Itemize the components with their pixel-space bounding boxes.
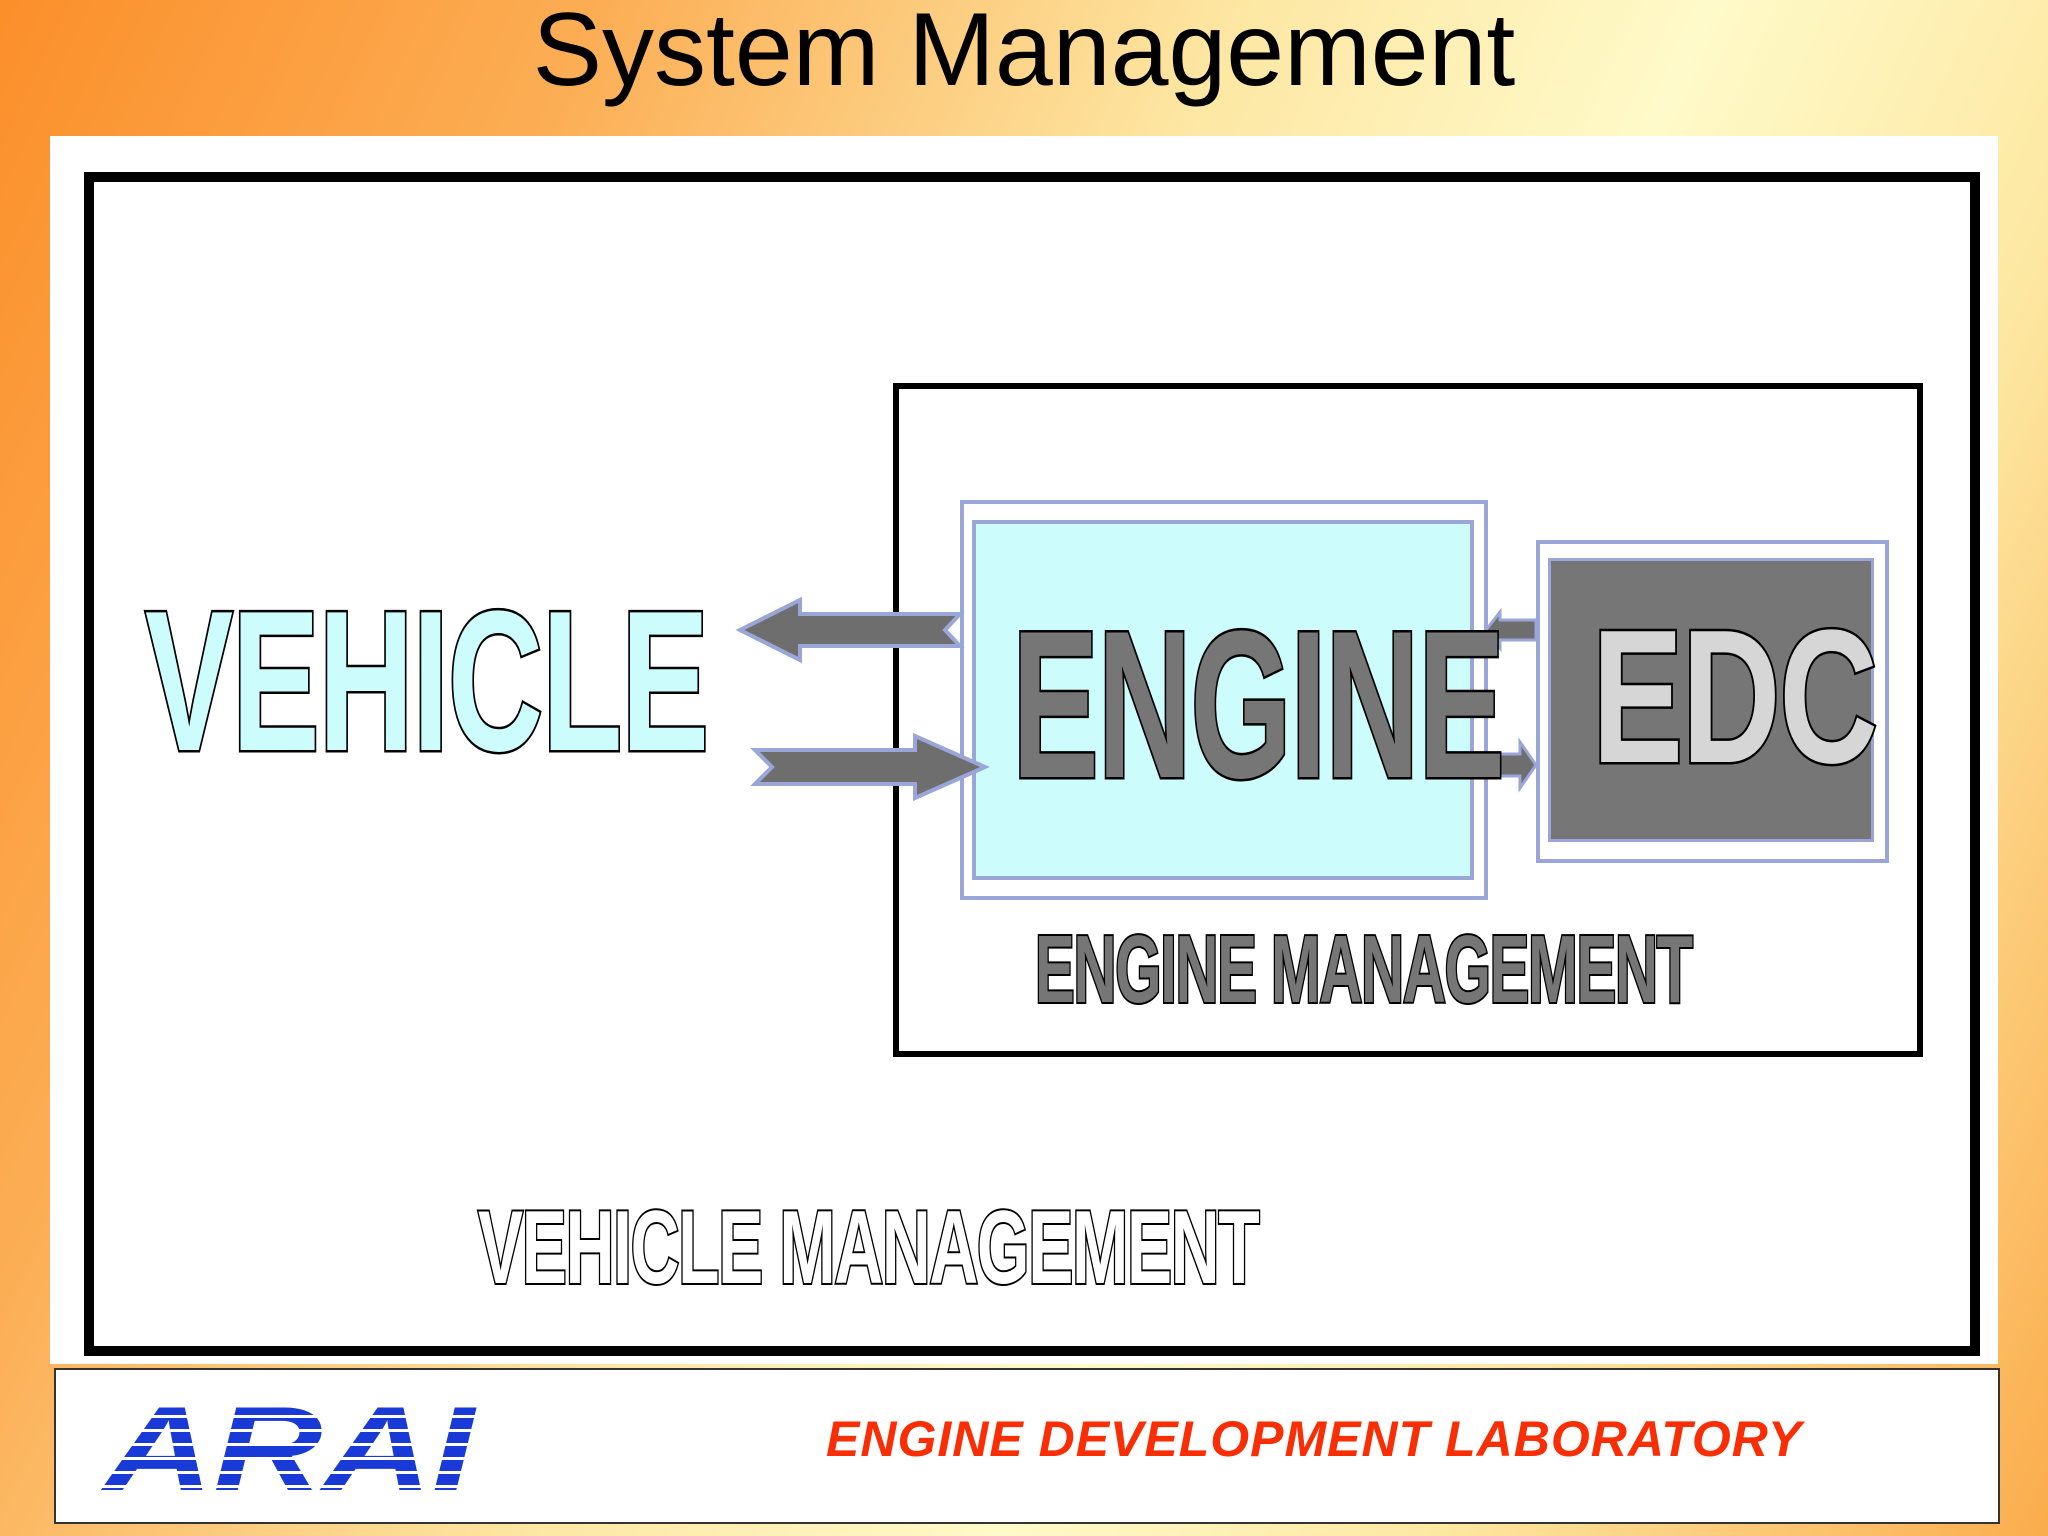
edc-box: [1548, 558, 1874, 842]
laboratory-name: ENGINE DEVELOPMENT LABORATORY: [826, 1411, 1803, 1467]
engine-management-frame: [893, 383, 1923, 1057]
arrow-vehicle-to-engine: [750, 732, 990, 802]
slide-title: System Management: [532, 0, 1516, 108]
vehicle-management-frame: [84, 172, 1980, 1356]
engine-management-label: ENGINE MANAGEMENT: [1034, 916, 1695, 1023]
engine-box-outer: [960, 500, 1488, 900]
footer-bar: [54, 1368, 2000, 1524]
arai-logo: ARAI: [100, 1390, 477, 1500]
arai-logo-text: ARAI: [100, 1390, 477, 1500]
engine-label: ENGINE: [1010, 587, 1506, 822]
vehicle-label: VEHICLE: [143, 570, 710, 793]
arrow-edc-to-engine: [1484, 607, 1538, 653]
edc-label: EDC: [1590, 591, 1880, 803]
vehicle-management-label: VEHICLE MANAGEMENT: [477, 1190, 1261, 1306]
arrow-engine-to-edc: [1484, 737, 1538, 793]
engine-box: [972, 520, 1474, 880]
arrow-engine-to-vehicle: [735, 596, 965, 664]
